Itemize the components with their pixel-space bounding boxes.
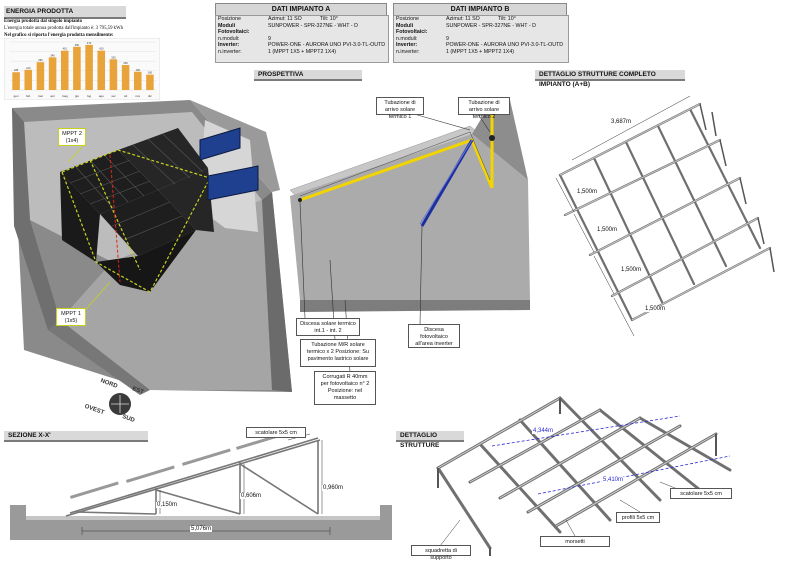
- chart-category-label: apr: [50, 94, 54, 98]
- section-scatolare-label: scatolare 5x5 cm: [246, 427, 306, 438]
- chart-value-label: 340: [50, 53, 55, 57]
- chart-category-label: lug: [87, 94, 91, 98]
- section-dettaglio-completo: DETTAGLIO STRUTTURE COMPLETO IMPIANTO (A…: [535, 70, 685, 88]
- azimut: Azimut: 11 SO: [268, 16, 302, 22]
- mppt2-label: MPPT 2 (1x4): [58, 128, 86, 146]
- dim-5076: 5,076m: [190, 526, 213, 532]
- chart-category-label: feb: [26, 94, 31, 98]
- dim-4344: 4,344m: [532, 428, 555, 434]
- inverter-value: POWER-ONE - AURORA UNO PVI-3.0-TL-OUTD: [268, 42, 386, 49]
- chart-value-label: 410: [99, 47, 104, 51]
- chart-value-label: 185: [14, 68, 19, 72]
- chart-value-label: 470: [87, 41, 92, 45]
- moduli-label: Moduli Fotovoltaici:: [396, 22, 428, 36]
- ninverter-value: 1 (MPPT 1X5 + MPPT2 1X4): [268, 48, 337, 55]
- chart-value-label: 210: [26, 66, 31, 70]
- chart-value-label: 160: [148, 71, 153, 75]
- profili-label: profili 5x5 cm: [616, 512, 660, 523]
- dim-1500-d: 1,500m: [644, 306, 667, 312]
- posizione-label: Posizione: [396, 16, 419, 22]
- ninverter-value: 1 (MPPT 1X5 + MPPT2 1X4): [446, 48, 515, 55]
- chart-bar-mag: [60, 50, 69, 90]
- ninverter-label: n.inverter:: [218, 48, 242, 55]
- chart-value-label: 320: [111, 55, 116, 59]
- nmoduli-label: n.moduli:: [218, 35, 240, 42]
- inverter-value: POWER-ONE - AURORA UNO PVI-3.0-TL-OUTD: [446, 42, 564, 49]
- chart-value-label: 190: [136, 68, 141, 72]
- tubazione-arrivo-1: Tubazione di arrivo solare termico 1: [376, 97, 424, 120]
- ninverter-label: n.inverter:: [396, 48, 420, 55]
- chart-category-label: giu: [75, 94, 79, 98]
- chart-bar-giu: [73, 46, 81, 90]
- corrugati-label: Corrugati R 40mm per fotovoltaico n° 2 P…: [314, 371, 376, 405]
- chart-value-label: 410: [63, 47, 68, 51]
- dati-b-table: Posizione Azimut: 11 SO Tilt: 10° Moduli F…: [396, 16, 563, 56]
- discesa-fotovoltaico: Discesa fotovoltaico all'area inverter: [408, 324, 460, 348]
- nmoduli-label: n.moduli:: [396, 35, 418, 42]
- posizione-label: Posizione: [218, 16, 241, 22]
- chart-category-label: set: [111, 94, 115, 98]
- discesa-solare-termico: Discesa solare termico int.1 - int. 2: [296, 318, 360, 336]
- detail-scatolare-label: scatolare 5x5 cm: [670, 488, 732, 499]
- chart-bar-ott: [121, 65, 130, 90]
- azimut: Azimut: 11 SO: [446, 16, 480, 22]
- chart-bar-mar: [36, 62, 45, 90]
- chart-category-label: mag: [62, 94, 68, 98]
- dim-0606: 0,606m: [240, 493, 263, 499]
- inverter-label: Inverter:: [396, 42, 418, 49]
- chart-bar-ago: [97, 50, 106, 90]
- dim-1500-b: 1,500m: [596, 227, 619, 233]
- chart-category-label: dic: [148, 94, 152, 98]
- dati-b-panel: [393, 15, 569, 63]
- squadretta-label: squadretta di supporto: [411, 545, 471, 561]
- dati-a-table: Posizione Azimut: 11 SO Tilt: 10° Moduli F…: [218, 16, 385, 56]
- monthly-energy-chart: 185 gen 210 feb 290 mar 340 apr 410 mag 450 giu 470 l…: [4, 38, 160, 100]
- chart-value-label: 450: [75, 43, 80, 47]
- dati-a-panel: [215, 15, 389, 63]
- tilt: Tilt: 10°: [320, 16, 338, 22]
- tubazione-arrivo-2: Tubazione di arrivo solare termico 2: [458, 97, 510, 120]
- dim-3687: 3,687m: [610, 119, 633, 125]
- energy-desc-3: Nel grafico si riporta l'energia prodott…: [4, 33, 114, 38]
- chart-bar-gen: [12, 72, 20, 90]
- dim-1500-c: 1,500m: [620, 267, 643, 273]
- mppt1-label: MPPT 1 (1x5): [56, 308, 86, 326]
- tilt: Tilt: 10°: [498, 16, 516, 22]
- energy-desc-1: Energia prodotta dal singolo impianto: [4, 19, 83, 24]
- section-sezione: SEZIONE X-X': [4, 431, 148, 442]
- morsetti-label: morsetti: [540, 536, 610, 547]
- moduli-label: Moduli Fotovoltaici:: [218, 22, 250, 36]
- moduli-value: SUNPOWER - SPR-327NE - WHT - D: [446, 22, 536, 29]
- chart-bar-nov: [133, 71, 142, 90]
- energy-desc-2: L'energia totale annua prodotta dall'imp…: [4, 26, 123, 31]
- chart-category-label: gen: [14, 94, 19, 98]
- dim-0150: 0,150m: [156, 502, 179, 508]
- chart-bar-apr: [48, 57, 57, 90]
- energy-heading: ENERGIA PRODOTTA: [4, 6, 126, 19]
- section-prospettiva: PROSPETTIVA: [254, 70, 362, 81]
- chart-category-label: ago: [99, 94, 104, 98]
- chart-bar-lug: [85, 44, 93, 90]
- chart-category-label: nov: [135, 94, 140, 98]
- chart-value-label: 290: [38, 58, 43, 62]
- section-dettaglio: DETTAGLIO STRUTTURE: [396, 431, 464, 449]
- dim-0960: 0,960m: [322, 485, 345, 491]
- nmoduli-value: 9: [446, 35, 449, 42]
- chart-category-label: mar: [38, 94, 43, 98]
- dim-5410: 5,410m: [602, 477, 625, 483]
- inverter-label: Inverter:: [218, 42, 240, 49]
- chart-bar-dic: [146, 74, 154, 90]
- tubazione-mr: Tubazione M/R solare termico x 2 Posizio…: [300, 339, 376, 367]
- chart-value-label: 260: [123, 61, 128, 65]
- dim-1500-a: 1,500m: [576, 189, 599, 195]
- chart-bar-set: [109, 59, 118, 90]
- chart-bar-feb: [24, 69, 33, 90]
- nmoduli-value: 9: [268, 35, 271, 42]
- chart-category-label: ott: [124, 94, 128, 98]
- moduli-value: SUNPOWER - SPR-327NE - WHT - D: [268, 22, 358, 29]
